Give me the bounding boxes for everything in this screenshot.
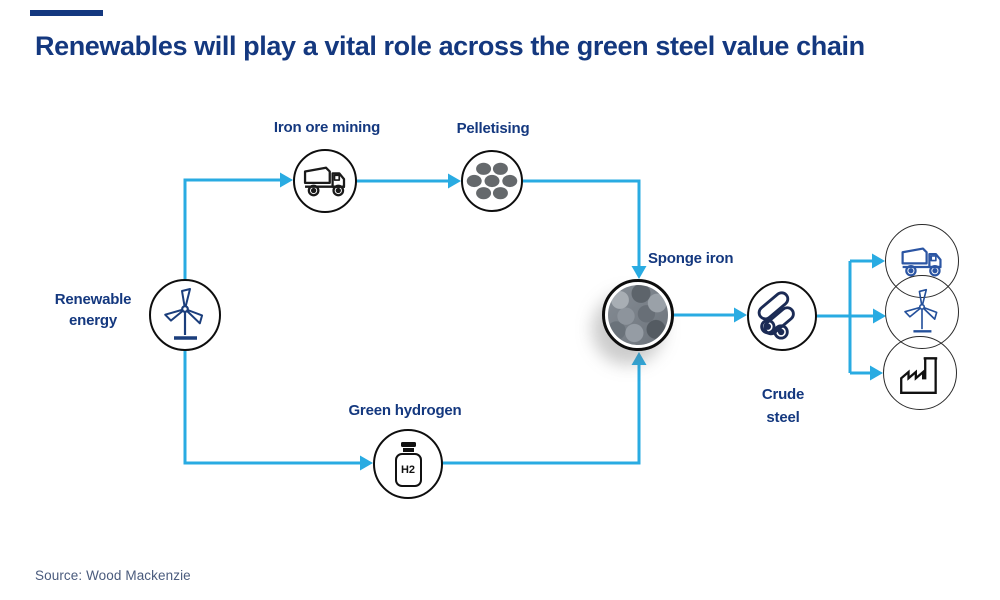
arrowhead-crude: [734, 307, 747, 323]
iron-pellets-icon: [466, 162, 518, 200]
sponge-iron-photo: [608, 285, 668, 345]
source-attribution: Source: Wood Mackenzie: [35, 568, 191, 583]
arrow-pelletising-to-sponge: [523, 179, 641, 266]
node-renewable-energy: [149, 279, 221, 351]
node-end-use-industry: [883, 336, 957, 410]
bottle-cap: [402, 447, 414, 452]
label-iron-ore-mining: Iron ore mining: [273, 119, 381, 136]
dump-truck-icon: [901, 246, 942, 276]
hydrogen-bottle-icon: H2: [394, 441, 422, 487]
wind-turbine-icon: [904, 288, 938, 333]
dump-truck-icon: [303, 166, 346, 197]
node-green-hydrogen: H2: [373, 429, 443, 499]
node-sponge-iron: [602, 279, 674, 351]
bottle-body: H2: [394, 452, 422, 487]
label-crude-steel: Crude steel: [713, 383, 853, 429]
arrowhead-end-truck: [872, 253, 885, 269]
bottle-h2-text: H2: [400, 463, 416, 476]
arrowhead-hydrogen: [360, 455, 373, 471]
arrowhead-pelletising: [448, 173, 461, 189]
label-renewable-energy-line1: Renewable: [54, 291, 132, 308]
arrow-renewable-to-mining: [183, 178, 280, 280]
slide-title: Renewables will play a vital role across…: [35, 31, 865, 61]
label-green-hydrogen: Green hydrogen: [348, 402, 462, 419]
label-sponge-iron: Sponge iron: [648, 250, 734, 267]
arrowhead-end-factory: [870, 365, 883, 381]
arrowhead-mining: [280, 172, 293, 188]
wind-turbine-icon: [164, 288, 204, 340]
label-crude-steel-line2: steel: [766, 409, 800, 426]
bottle-cap-top: [400, 441, 416, 447]
node-crude-steel: [747, 281, 817, 351]
factory-icon: [900, 357, 938, 394]
label-crude-steel-line1: Crude: [761, 386, 805, 403]
node-iron-ore-mining: [293, 149, 357, 213]
title-accent-bar: [30, 10, 103, 16]
node-pelletising: [461, 150, 523, 212]
arrowhead-sponge-top: [631, 266, 647, 279]
steel-pipes-icon: [757, 291, 795, 340]
arrowhead-sponge-bottom: [631, 352, 647, 365]
label-pelletising: Pelletising: [456, 120, 530, 137]
label-renewable-energy-line2: energy: [69, 312, 117, 329]
label-renewable-energy: Renewable energy: [23, 289, 163, 331]
